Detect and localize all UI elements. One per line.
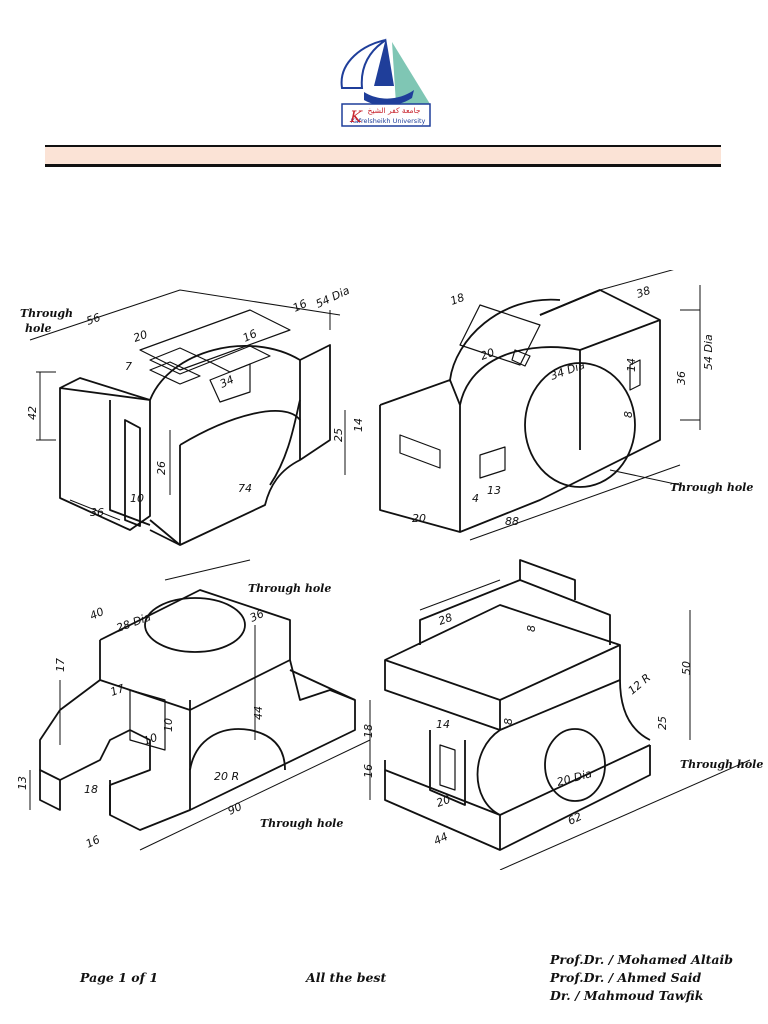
dim-7: 7 — [125, 360, 132, 373]
dim-10: 10 — [130, 492, 144, 505]
dim-88-tr: 88 — [505, 515, 519, 528]
dim-13-tr: 13 — [487, 484, 501, 497]
dim-36-bl: 36 — [248, 607, 266, 625]
dim-25-tr: 25 — [332, 428, 345, 442]
label-through-hole-bl-bottom: Through hole — [260, 817, 343, 830]
label-through: Through — [20, 307, 73, 320]
dim-56: 56 — [85, 311, 103, 328]
dim-18-bl: 18 — [84, 783, 98, 796]
dim-34-dia-tr: 34 Dia — [549, 358, 587, 383]
dim-26: 26 — [155, 461, 168, 475]
dim-20-br: 20 — [435, 793, 453, 810]
dim-16b: 16 — [241, 327, 259, 345]
label-through-hole-br: Through hole — [680, 758, 763, 771]
drawing-bottom-left — [29, 559, 371, 851]
dim-50-br: 50 — [680, 661, 693, 675]
drawing-top-left — [29, 289, 341, 546]
dim-16a: 16 — [291, 297, 309, 315]
dim-44-bl: 44 — [252, 706, 265, 720]
title-band — [45, 145, 721, 167]
isometric-drawings: Through hole 54 Dia 56 16 20 16 7 34 42 … — [0, 264, 768, 871]
dim-54-dia: 54 Dia — [314, 284, 352, 311]
dim-8-br-a: 8 — [525, 625, 538, 632]
dim-14-br: 14 — [436, 718, 450, 731]
dim-34: 34 — [218, 373, 236, 391]
dim-13-bl: 13 — [16, 776, 29, 790]
dim-16-br: 16 — [362, 764, 375, 778]
page-number: Page 1 of 1 — [80, 970, 159, 985]
dim-8-br-b: 8 — [502, 718, 515, 725]
dim-14-tr-a: 14 — [625, 358, 638, 372]
dim-44-br: 44 — [432, 830, 450, 848]
dim-38-tr: 38 — [635, 284, 653, 301]
dim-36: 36 — [90, 506, 104, 519]
dim-62-br: 62 — [566, 810, 584, 828]
author-1: Prof.Dr. / Mohamed Altaib — [550, 952, 733, 967]
dim-18-tr: 18 — [449, 291, 467, 308]
dim-8-tr: 8 — [622, 411, 635, 418]
dim-17-bl-a: 17 — [54, 658, 67, 672]
logo-english-text: Kafrelsheikh University — [351, 117, 426, 125]
label-through-hole-bl-top: Through hole — [248, 582, 331, 595]
dim-10-bl-a: 10 — [162, 718, 175, 732]
dim-14-tr-b: 14 — [352, 418, 365, 432]
dim-20-tr: 20 — [479, 346, 497, 363]
dim-18-br: 18 — [362, 724, 375, 738]
dim-20-tr-b: 20 — [412, 512, 426, 525]
dim-12-r-br: 12 R — [626, 671, 654, 697]
dim-54-dia-tr: 54 Dia — [702, 334, 715, 370]
dim-20-dia-br: 20 Dia — [555, 767, 593, 789]
dim-74: 74 — [238, 482, 252, 495]
dim-16-bl: 16 — [84, 833, 102, 851]
dim-90-bl: 90 — [226, 800, 244, 818]
author-3: Dr. / Mahmoud Tawfik — [550, 988, 704, 1003]
label-hole: hole — [25, 322, 52, 335]
university-logo: جامعة كفر الشيخ Kafrelsheikh University … — [334, 32, 434, 128]
drawing-top-right — [344, 264, 701, 541]
label-through-hole-tr: Through hole — [670, 481, 753, 494]
dim-36-tr: 36 — [675, 371, 688, 385]
dim-17-bl-b: 17 — [109, 682, 127, 699]
logo-arabic-text: جامعة كفر الشيخ — [367, 106, 420, 115]
dim-42: 42 — [26, 406, 39, 420]
footer-message: All the best — [306, 970, 387, 985]
dim-25-br: 25 — [656, 716, 669, 730]
dim-20-r-bl: 20 R — [214, 770, 239, 783]
dim-20: 20 — [132, 328, 150, 345]
dim-40-bl: 40 — [88, 605, 106, 623]
dim-4-tr: 4 — [472, 492, 479, 505]
dim-10-bl-b: 10 — [142, 731, 160, 748]
dim-28-br: 28 — [437, 611, 455, 628]
drawing-bottom-right — [369, 559, 751, 871]
svg-text:K: K — [349, 107, 363, 126]
author-2: Prof.Dr. / Ahmed Said — [550, 970, 702, 985]
